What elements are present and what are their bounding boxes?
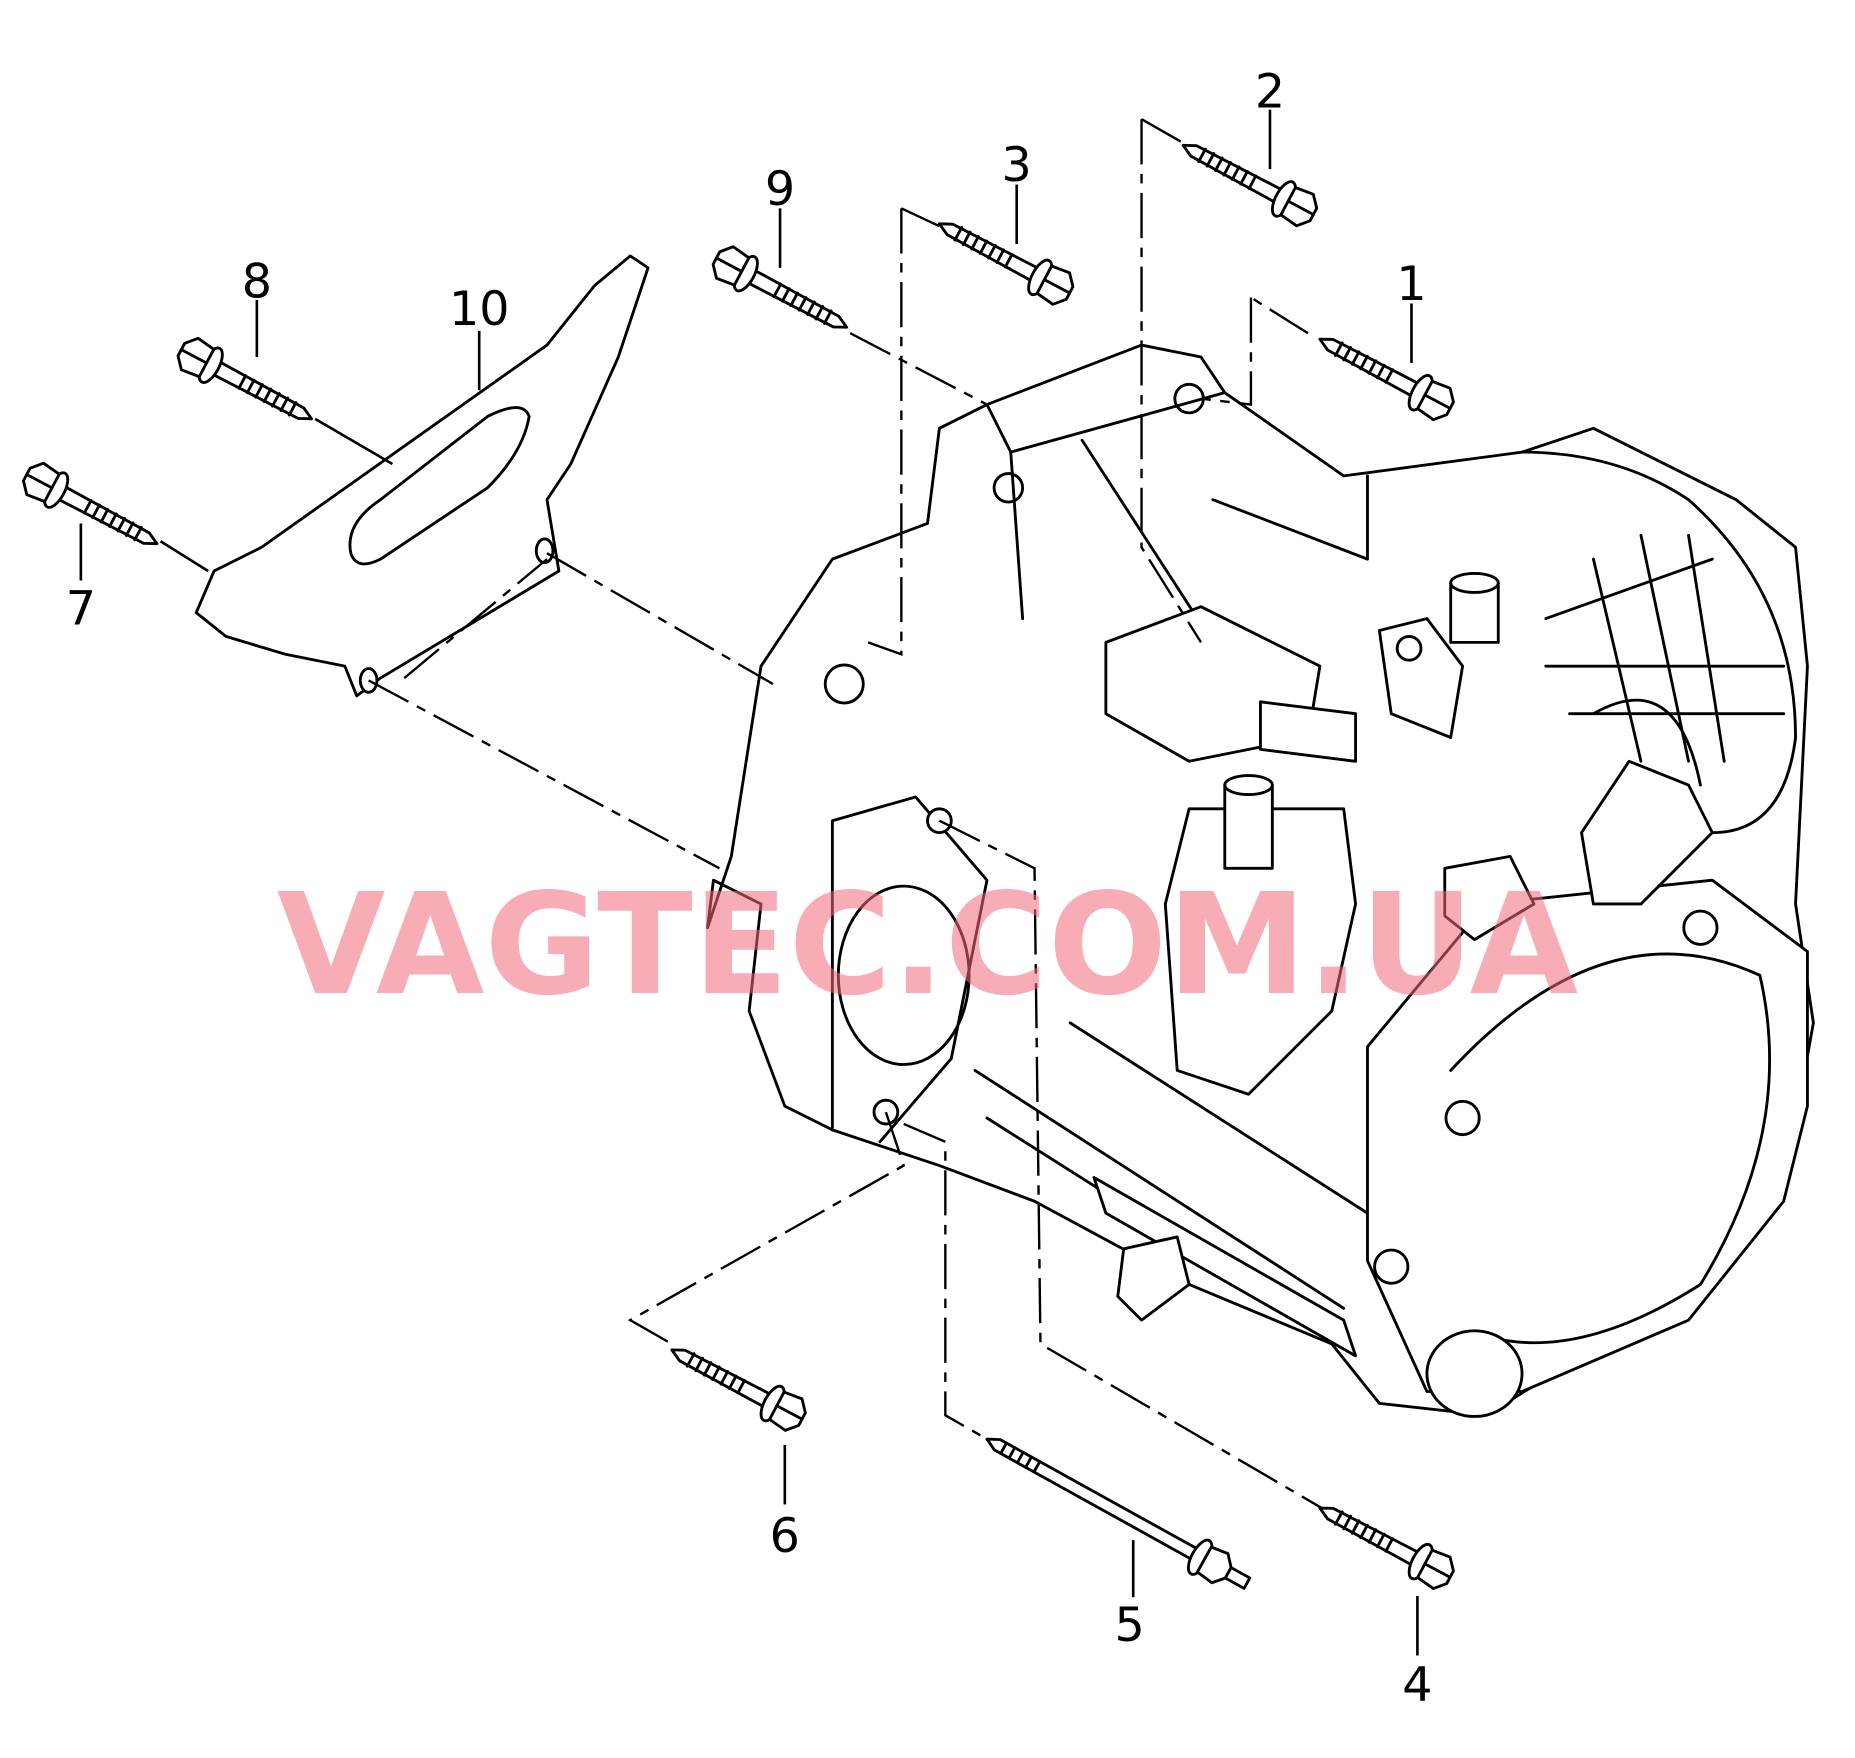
- transmission-housing: [706, 343, 1815, 1418]
- bolt-part-9: [706, 239, 857, 346]
- bolt-part-2: [1172, 127, 1324, 233]
- label-leaders: [79, 109, 1419, 1656]
- bolt-part-3: [929, 205, 1080, 312]
- watermark: VAGTEC.COM.UA: [277, 864, 1578, 1027]
- label-part-10: 10: [449, 282, 510, 337]
- bolt-part-7: [16, 456, 168, 562]
- bolt-part-6: [661, 1331, 813, 1438]
- bracket-part-10: [194, 254, 650, 698]
- label-part-4: 4: [1402, 1658, 1432, 1713]
- label-part-7: 7: [66, 582, 96, 637]
- label-part-8: 8: [242, 255, 272, 310]
- bolt-part-8: [170, 331, 322, 438]
- assembly-lines: [159, 118, 1327, 1512]
- label-part-9: 9: [765, 162, 795, 217]
- label-part-5: 5: [1115, 1598, 1145, 1653]
- label-part-3: 3: [1002, 138, 1032, 193]
- bolt-part-1: [1309, 320, 1461, 427]
- label-part-6: 6: [770, 1509, 800, 1564]
- label-part-1: 1: [1396, 257, 1426, 312]
- bolt-part-5: [976, 1421, 1258, 1602]
- label-part-2: 2: [1255, 64, 1285, 119]
- bolt-part-4: [1309, 1489, 1461, 1596]
